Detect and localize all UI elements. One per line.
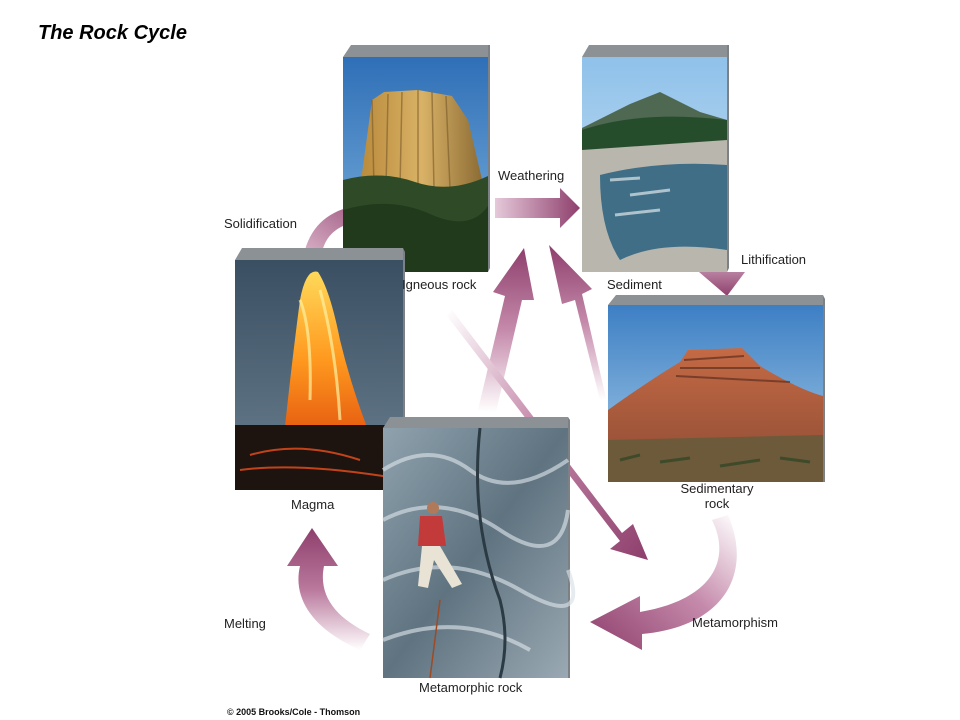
copyright-credit: © 2005 Brooks/Cole - Thomson xyxy=(227,707,361,717)
page-title: The Rock Cycle xyxy=(38,22,187,44)
igneous-to-metamorphic-arrow xyxy=(447,310,648,560)
lithification-label: Lithification xyxy=(741,252,807,267)
sedimentary-rock-label: Sedimentary rock xyxy=(672,481,762,511)
igneous-rock-photo xyxy=(343,45,490,272)
sedimentary-rock-label-line2: rock xyxy=(704,496,730,511)
metamorphic-rock-label: Metamorphic rock xyxy=(419,680,523,695)
solidification-label: Solidification xyxy=(224,216,297,231)
metamorphism-arrow xyxy=(590,515,737,650)
metamorphism-label: Metamorphism xyxy=(692,615,778,630)
melting-arrow xyxy=(287,528,370,650)
weathering-label: Weathering xyxy=(498,168,565,183)
sedimentary-rock-photo xyxy=(608,295,825,482)
melting-label: Melting xyxy=(224,616,266,631)
magma-label: Magma xyxy=(291,497,335,512)
metamorphic-rock-photo xyxy=(381,417,576,679)
igneous-rock-label: Igneous rock xyxy=(402,277,477,292)
sediment-label: Sediment xyxy=(607,277,662,292)
sediment-photo xyxy=(582,45,729,272)
sedimentary-rock-label-line1: Sedimentary xyxy=(680,481,754,496)
uplift-arrow-right xyxy=(549,245,606,400)
weathering-arrow xyxy=(495,188,580,228)
magma-photo xyxy=(235,248,405,490)
